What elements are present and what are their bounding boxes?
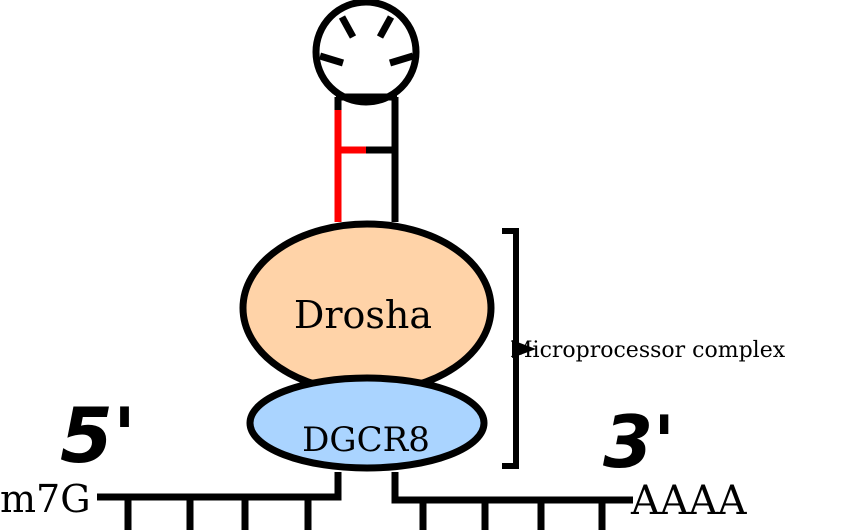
pri-mirna-strand xyxy=(97,472,633,530)
cap-label: m7G xyxy=(0,477,91,521)
hairpin-stem xyxy=(334,93,399,222)
complex-label: Microprocessor complex xyxy=(510,338,786,363)
hairpin-loop xyxy=(312,0,420,106)
dgcr8-label: DGCR8 xyxy=(302,420,430,460)
polya-label: AAAA xyxy=(630,478,748,524)
bracket-arrow-icon xyxy=(512,340,536,358)
drosha-label: Drosha xyxy=(294,293,432,337)
five-prime-label: 5' xyxy=(60,391,136,480)
three-prime-label: 3' xyxy=(603,400,675,484)
dgcr8-protein xyxy=(246,374,488,472)
